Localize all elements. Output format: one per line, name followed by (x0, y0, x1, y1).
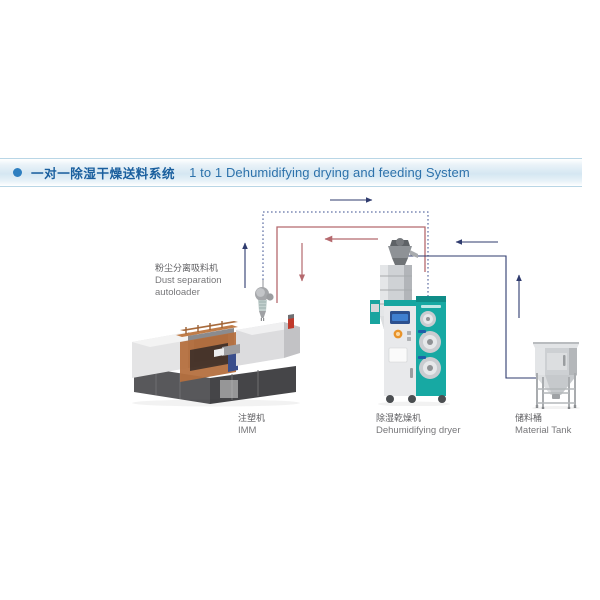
label-autoloader-en-line2: autoloader (155, 286, 200, 298)
label-imm-en: IMM (238, 424, 257, 436)
dehumidifying-dryer (370, 238, 450, 406)
dust-separation-autoloader (255, 280, 274, 321)
injection-molding-machine (132, 314, 300, 407)
label-tank-en: Material Tank (515, 424, 572, 436)
label-autoloader-en-line1: Dust separation (155, 274, 222, 286)
header-title-en: 1 to 1 Dehumidifying drying and feeding … (189, 165, 470, 180)
label-dust-separation-autoloader: 粉尘分离吸料机 Dust separation autoloader (155, 263, 222, 299)
label-material-tank: 储料桶 Material Tank (515, 413, 571, 437)
label-dehumidifying-dryer: 除湿乾燥机 Dehumidifying dryer (376, 413, 460, 437)
material-tank (532, 342, 580, 409)
label-tank-cn: 储料桶 (515, 413, 543, 423)
section-header-bar: 一对一除湿干燥送料系统 1 to 1 Dehumidifying drying … (0, 158, 582, 187)
label-imm: 注塑机 IMM (238, 413, 265, 437)
blue-dot-icon (13, 168, 22, 177)
header-title-cn: 一对一除湿干燥送料系统 (31, 167, 176, 181)
label-dryer-en: Dehumidifying dryer (376, 424, 461, 436)
label-imm-cn: 注塑机 (238, 413, 266, 423)
red-return-loop (276, 226, 426, 303)
tank-to-dryer-path (407, 255, 545, 379)
label-dryer-cn: 除湿乾燥机 (376, 413, 422, 423)
label-autoloader-cn: 粉尘分离吸料机 (155, 263, 219, 273)
